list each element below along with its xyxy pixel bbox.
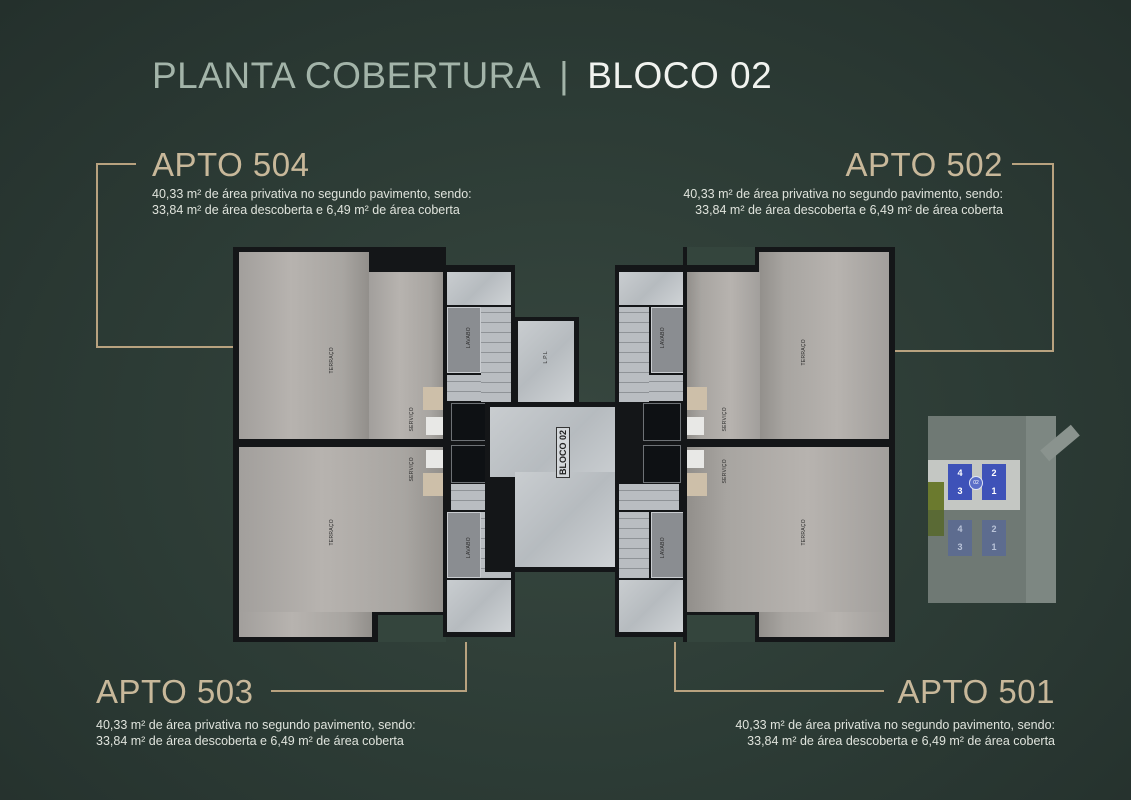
shaft [451, 445, 489, 483]
lavabo-504 [447, 307, 481, 373]
laundry-sink-icon [687, 450, 704, 468]
terrace-501 [687, 447, 889, 612]
unit-area-line1: 40,33 m² de área privativa no segundo pa… [152, 187, 472, 201]
unit-area-line2: 33,84 m² de área descoberta e 6,49 m² de… [96, 734, 404, 748]
laundry-sink-icon [426, 450, 443, 468]
lavabo-501 [651, 512, 685, 578]
unit-title: APTO 504 [152, 146, 310, 183]
leader-line-502-h2 [895, 350, 1054, 352]
laundry-sink-icon [426, 417, 443, 435]
leader-line-502-h [1012, 163, 1054, 165]
site-unit: 2 [982, 464, 1006, 482]
terrace-504-ext [369, 272, 446, 439]
terrace-504 [239, 252, 369, 439]
room-label-terraco: TERRAÇO [801, 339, 807, 366]
leader-line-504-v [96, 163, 98, 348]
laundry-sink-icon [687, 417, 704, 435]
room-label-terraco: TERRAÇO [801, 519, 807, 546]
lawn-lower [928, 510, 944, 536]
unit-area-line1: 40,33 m² de área privativa no segundo pa… [683, 187, 1003, 201]
leader-line-501-v [674, 642, 676, 692]
notch-501 [687, 615, 755, 642]
leader-line-503-v [465, 642, 467, 692]
unit-title: APTO 503 [96, 673, 254, 710]
unit-area-line2: 33,84 m² de área descoberta e 6,49 m² de… [747, 734, 1055, 748]
room-label-lavabo: LAVABO [466, 327, 472, 349]
tank-icon [423, 387, 443, 410]
site-location-map: 4 2 3 1 02 4 2 3 1 [928, 416, 1080, 603]
leader-line-503-h [271, 690, 467, 692]
room-label-servico: SERVIÇO [409, 407, 415, 432]
unit-area-line2: 33,84 m² de área descoberta e 6,49 m² de… [152, 203, 460, 217]
unit-label-504: APTO 504 40,33 m² de área privativa no s… [152, 146, 472, 218]
hall-503 [447, 580, 511, 632]
lavabo-503 [447, 512, 481, 578]
shaft [451, 403, 489, 441]
room-label-servico: SERVIÇO [722, 407, 728, 432]
shaft [643, 403, 681, 441]
unit-title: APTO 502 [845, 146, 1003, 183]
lawn [928, 482, 944, 510]
site-unit-faded: 1 [982, 538, 1006, 556]
central-hall-lower [515, 472, 615, 567]
shaft [643, 445, 681, 483]
unit-area-line1: 40,33 m² de área privativa no segundo pa… [735, 718, 1055, 732]
unit-label-502: APTO 502 40,33 m² de área privativa no s… [683, 146, 1003, 218]
terrace-502 [759, 252, 889, 439]
room-label-terraco: TERRAÇO [329, 347, 335, 374]
room-label-lift: L.P.L [543, 351, 549, 364]
site-unit-faded: 2 [982, 520, 1006, 538]
stair-501-landing [619, 484, 679, 510]
hall-504 [447, 272, 511, 305]
lavabo-502 [651, 307, 685, 373]
stair-504 [481, 307, 511, 402]
room-label-lavabo: LAVABO [466, 537, 472, 559]
leader-line-501-h [674, 690, 884, 692]
notch-502 [687, 247, 755, 265]
notch-503 [378, 615, 446, 642]
stair-502 [619, 307, 649, 402]
title-main: PLANTA COBERTURA [152, 55, 542, 96]
tank-icon [687, 387, 707, 410]
room-label-servico: SERVIÇO [409, 457, 415, 482]
hall-502 [619, 272, 683, 305]
block-tag: BLOCO 02 [556, 427, 570, 479]
room-label-servico: SERVIÇO [722, 459, 728, 484]
tank-icon [423, 473, 443, 496]
title-separator: | [559, 55, 570, 96]
room-label-terraco: TERRAÇO [329, 519, 335, 546]
hall-501 [619, 580, 683, 632]
terrace-503-ext [239, 612, 372, 637]
site-unit: 1 [982, 482, 1006, 500]
terrace-501-ext [759, 612, 889, 637]
unit-title: APTO 501 [897, 673, 1055, 710]
title-block: BLOCO 02 [587, 55, 773, 96]
lift-shaft [518, 321, 574, 403]
block-badge: 02 [969, 476, 983, 490]
stair-502-landing [649, 375, 683, 401]
stair-504-landing [447, 375, 481, 401]
room-label-lavabo: LAVABO [660, 327, 666, 349]
stair-501 [619, 512, 649, 578]
unit-label-501: APTO 501 40,33 m² de área privativa no s… [735, 673, 1055, 749]
room-label-lavabo: LAVABO [660, 537, 666, 559]
leader-line-504-h [96, 163, 136, 165]
site-unit: 3 [948, 482, 972, 500]
site-unit-faded: 3 [948, 538, 972, 556]
terrace-502-ext [687, 272, 760, 439]
unit-area-line2: 33,84 m² de área descoberta e 6,49 m² de… [695, 203, 1003, 217]
leader-line-502-v [1052, 163, 1054, 352]
unit-label-503: APTO 503 40,33 m² de área privativa no s… [96, 673, 416, 749]
page-title: PLANTA COBERTURA | BLOCO 02 [152, 54, 772, 98]
terrace-503 [239, 447, 446, 612]
leader-line-504-h2 [96, 346, 236, 348]
unit-area-line1: 40,33 m² de área privativa no segundo pa… [96, 718, 416, 732]
tank-icon [687, 473, 707, 496]
floor-plan: TERRAÇO SERVIÇO SERVIÇO TERRAÇO LAVABO L… [233, 247, 895, 642]
site-unit-faded: 4 [948, 520, 972, 538]
site-unit: 4 [948, 464, 972, 482]
